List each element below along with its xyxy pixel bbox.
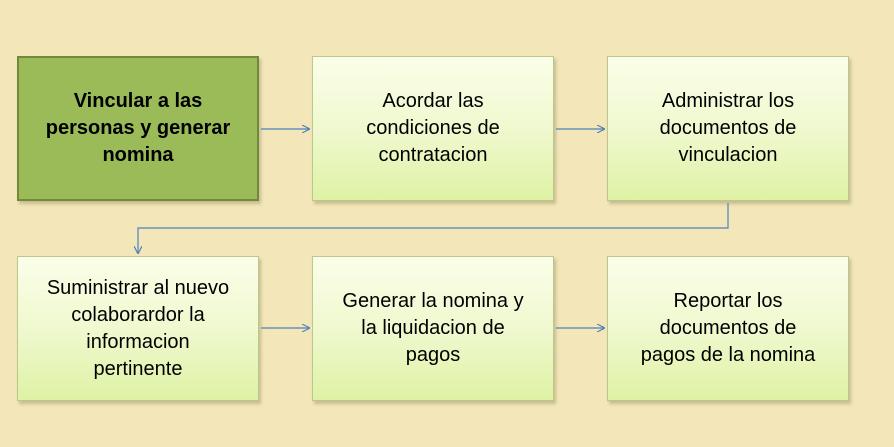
step-3-label: Administrar los documentos de vinculacio… [659,90,797,166]
step-4-box: Suministrar al nuevo colaborardor la inf… [17,256,259,401]
step-1-label: Vincular a las personas y generar nomina [45,90,231,166]
step-1-box: Vincular a las personas y generar nomina [17,56,259,201]
step-5-label: Generar la nomina y la liquidacion de pa… [342,290,524,366]
step-4-label: Suministrar al nuevo colaborardor la inf… [46,276,230,380]
step-2-label: Acordar las condiciones de contratacion [366,90,500,166]
arrow-step3-to-step4 [138,203,729,253]
step-2-box: Acordar las condiciones de contratacion [312,56,554,201]
step-3-box: Administrar los documentos de vinculacio… [607,56,849,201]
step-6-box: Reportar los documentos de pagos de la n… [607,256,849,401]
step-5-box: Generar la nomina y la liquidacion de pa… [312,256,554,401]
step-6-label: Reportar los documentos de pagos de la n… [640,290,816,366]
